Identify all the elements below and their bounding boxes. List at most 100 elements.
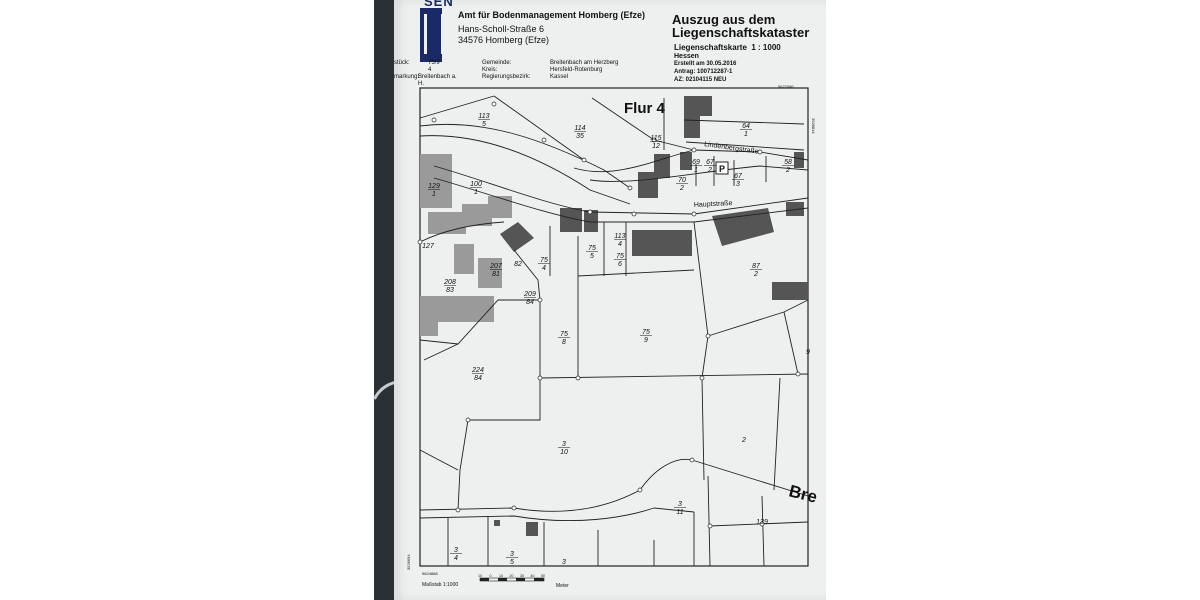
boundary-markers <box>417 101 801 529</box>
hessen-logo-icon <box>420 8 444 62</box>
parcel-number: 75 <box>540 257 548 264</box>
scale-tick-label: 10 <box>499 574 503 578</box>
parcel-label: 3 <box>562 559 566 566</box>
boundary-marker <box>587 209 593 215</box>
parcel-label: 641 <box>740 123 752 138</box>
parcel-denominator: 5 <box>482 121 486 128</box>
street-bre: Bre <box>787 481 819 506</box>
building <box>786 202 804 216</box>
parcel-label: 139 <box>756 519 768 526</box>
boundary-line <box>707 475 711 567</box>
boundary-marker <box>705 333 711 339</box>
parcel-number: 3 <box>678 501 682 508</box>
boundary-line <box>423 343 459 361</box>
parcel-number: 67 <box>706 159 715 166</box>
street-lindenberg: Lindenbergstraße <box>704 141 759 156</box>
parcel-number: 64 <box>742 123 750 130</box>
parcel-label: 754 <box>538 257 550 272</box>
scale-segment <box>516 578 525 581</box>
boundary-marker <box>631 211 637 217</box>
boundary-marker <box>455 507 461 513</box>
parcel-number: 207 <box>489 263 503 270</box>
parcel-number: 3 <box>562 441 566 448</box>
parcel-number: 9 <box>806 349 810 356</box>
building <box>428 212 466 234</box>
building <box>632 230 692 256</box>
parcel-label: 691 <box>690 159 702 174</box>
building <box>772 282 808 300</box>
boundary-marker <box>689 457 695 463</box>
binder-spine <box>374 0 396 600</box>
coord-right: 3528814 <box>811 118 816 134</box>
map-type: Liegenschaftskarte 1 : 1000 <box>674 43 781 52</box>
parcel-label: 872 <box>750 263 762 278</box>
doc-title-line2: Liegenschaftskataster <box>672 25 810 40</box>
building <box>488 196 512 218</box>
boundary-line <box>419 221 505 243</box>
boundary-marker <box>691 211 697 217</box>
boundary-line <box>693 221 709 379</box>
boundary-line <box>419 299 540 345</box>
parcel-denominator: 84 <box>474 375 482 382</box>
building <box>680 152 692 170</box>
parcel-number: 2 <box>741 437 746 444</box>
scale-tick-label: 10 <box>478 574 482 578</box>
map-type-label: Liegenschaftskarte <box>674 43 747 52</box>
boundary-line <box>419 507 695 522</box>
parcel-number: 75 <box>642 329 650 336</box>
map-scale: 1 : 1000 <box>751 43 781 52</box>
boundary-marker <box>537 375 543 381</box>
parcel-label: 2 <box>741 437 746 444</box>
parcel-label: 127 <box>422 243 435 250</box>
gemeinde-value: Breitenbach am Herzberg <box>550 60 619 66</box>
boundary-marker <box>541 137 547 143</box>
parcel-label: 310 <box>558 441 570 456</box>
boundary-line <box>419 95 495 119</box>
boundary-marker <box>431 117 437 123</box>
boundary-line <box>493 95 585 161</box>
flur-label: Flur 4 <box>624 100 665 117</box>
parcel-denominator: 2 <box>753 271 758 278</box>
parcel-denominator: 10 <box>560 449 568 456</box>
parcel-label: 9 <box>806 349 810 356</box>
scale-tick-label: 0 <box>490 574 492 578</box>
parcel-number: 67 <box>734 173 743 180</box>
parcel-label: 672 <box>704 159 716 174</box>
building <box>684 116 700 138</box>
building <box>684 96 712 116</box>
boundary-marker <box>491 101 497 107</box>
parcel-number: 3 <box>510 551 514 558</box>
building <box>500 222 534 252</box>
boundary-line <box>709 521 809 527</box>
boundary-line <box>513 249 541 301</box>
parcel-denominator: 35 <box>576 133 584 140</box>
parcel-denominator: 4 <box>454 555 458 562</box>
parcel-number: 127 <box>422 243 435 250</box>
building <box>494 520 500 526</box>
parcel-number: 87 <box>752 263 761 270</box>
scale-bar <box>479 577 545 582</box>
parcel-label: 759 <box>640 329 652 344</box>
parcel-denominator: 81 <box>492 271 500 278</box>
parcel-denominator: 12 <box>652 143 660 150</box>
label-gemeinde: Gemeinde: <box>482 60 512 66</box>
scale-label: Maßstab 1:1000 <box>422 582 458 588</box>
doc-az: AZ: 02104115 NEU <box>674 77 727 83</box>
boundary-marker <box>757 149 763 155</box>
building <box>560 208 582 232</box>
boundary-marker <box>465 417 471 423</box>
parcel-denominator: 6 <box>618 261 622 268</box>
parcel-number: 113 <box>614 233 625 240</box>
boundary-line <box>701 377 705 481</box>
boundary-line <box>419 123 631 189</box>
parcel-number: 114 <box>574 125 585 132</box>
parcel-label: 35 <box>506 551 518 566</box>
scale-unit: Meter <box>556 583 569 589</box>
label-kreis: Kreis: <box>482 67 498 73</box>
